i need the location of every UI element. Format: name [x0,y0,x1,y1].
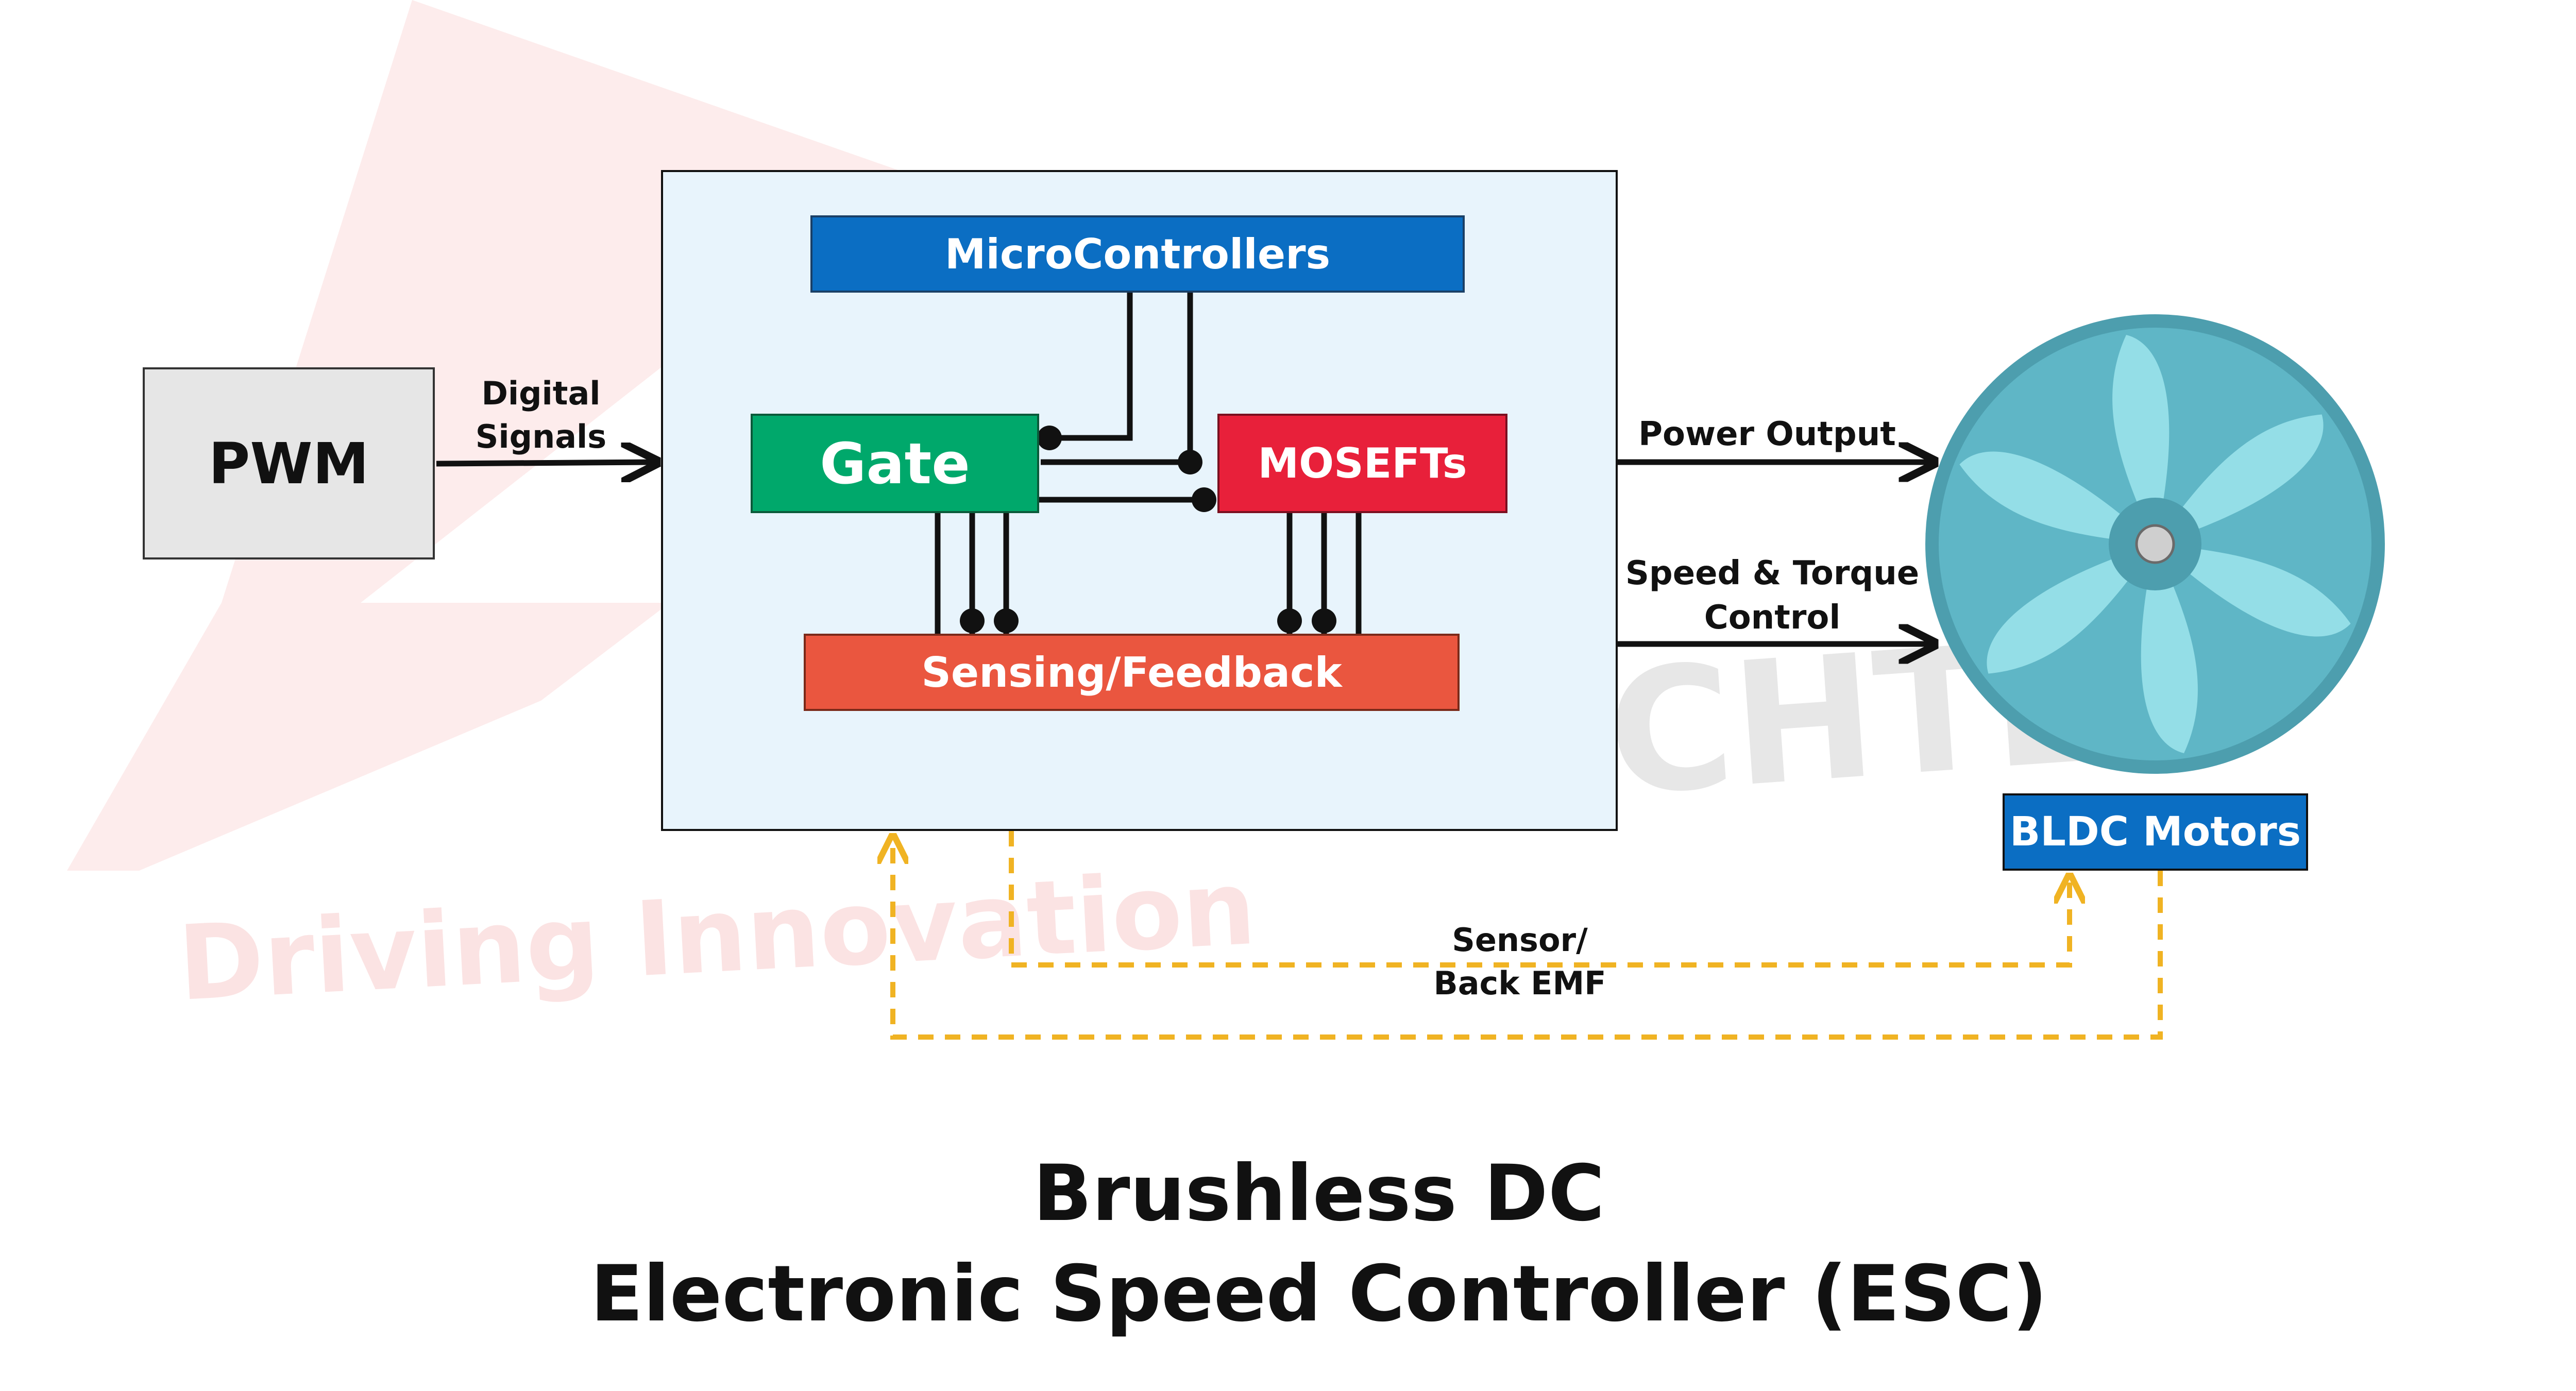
junction-dot [1178,450,1202,474]
junction-dot [1037,426,1062,450]
digital-signals-label: Digital Signals [475,375,607,455]
junction-dot [960,608,985,633]
sensor-back-emf-label: Sensor/ Back EMF [1433,921,1606,1002]
watermark-shape-lower [67,603,670,871]
junction-dot [1277,608,1302,633]
gate-block: Gate [751,414,1039,513]
title-line-1: Brushless DC [1033,1149,1605,1239]
diagram-title: Brushless DC Electronic Speed Controller… [0,1144,2576,1345]
pwm-block: PWM [143,367,435,559]
junction-dot [1312,608,1336,633]
digital-signals-arrow [436,462,657,464]
junction-dot [1192,487,1216,512]
mcu-gate-line [1049,293,1133,441]
sensor-feedback-line-outer [893,836,2163,1040]
mosfets-block: MOSEFTs [1217,414,1507,513]
bldc-motor-icon [1925,314,2385,774]
sensor-feedback-line-inner [1009,831,2070,968]
power-output-label: Power Output [1638,415,1896,453]
title-line-2: Electronic Speed Controller (ESC) [590,1249,2048,1339]
microcontrollers-block: MicroControllers [810,215,1465,293]
speed-torque-label: Speed & Torque Control [1625,554,1920,637]
junction-dot [994,608,1019,633]
bldc-motors-block: BLDC Motors [2003,793,2308,871]
sensing-feedback-block: Sensing/Feedback [804,634,1460,711]
